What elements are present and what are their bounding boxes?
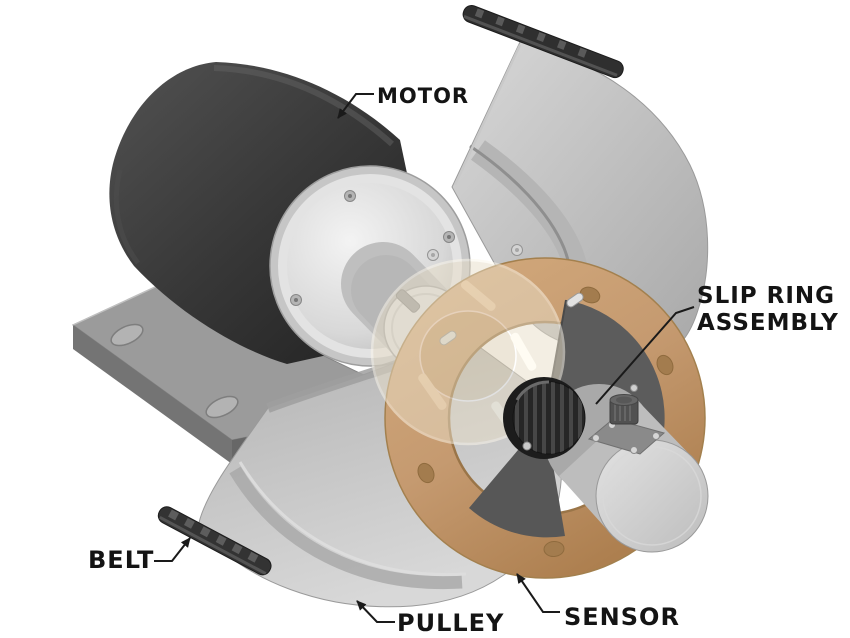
ring-hole [579, 286, 601, 304]
connector-plug [609, 394, 639, 425]
base-plate-front-face [73, 325, 232, 464]
toothed-pulley [503, 377, 586, 459]
label-slip-ring-line2: ASSEMBLY [697, 310, 839, 336]
label-sensor: SENSOR [564, 603, 680, 631]
mount-slot [110, 323, 144, 347]
sector-screw [630, 384, 638, 392]
label-pulley: PULLEY [397, 609, 504, 637]
mount-slot [205, 395, 239, 419]
canister-top-plate [587, 418, 666, 455]
label-belt: BELT [88, 546, 154, 574]
ring-hole [656, 354, 674, 376]
pulley-flange-step [229, 466, 463, 590]
sensor-leader [516, 573, 560, 613]
belt-top-segment [462, 4, 624, 79]
belt-bottom-segment [157, 506, 272, 576]
ring-hole [543, 540, 565, 558]
slip-ring-leader [595, 306, 695, 405]
label-motor: MOTOR [377, 84, 469, 108]
motor-leader [337, 93, 374, 119]
belt-leader [154, 537, 191, 562]
label-slip-ring-line1: SLIP RING [697, 283, 835, 309]
standoff-pin [566, 292, 584, 308]
pulley-leader [356, 600, 395, 623]
disc-screws [427, 244, 523, 261]
leader-lines [154, 93, 695, 623]
ring-hole [417, 462, 435, 484]
canister-face [595, 439, 709, 553]
pulley-screw [522, 441, 532, 451]
